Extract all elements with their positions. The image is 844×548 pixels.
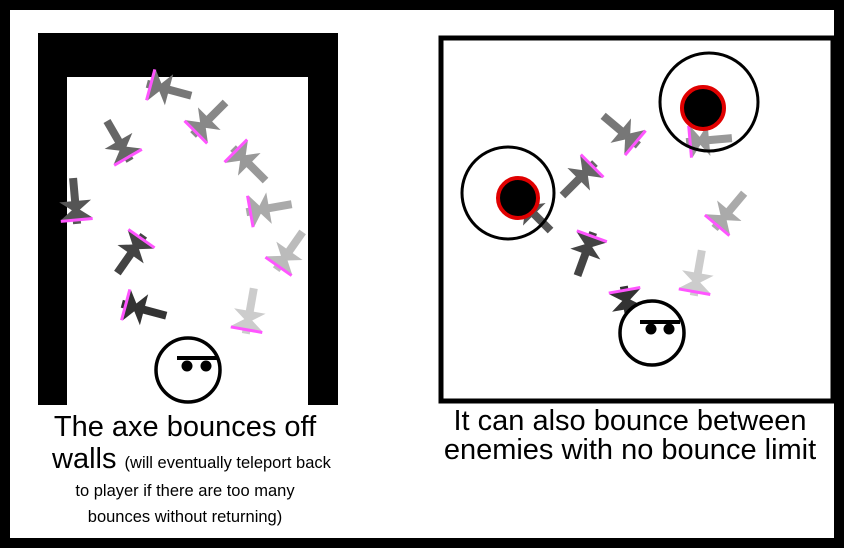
caption-right-line-2: enemies with no bounce limit bbox=[443, 434, 817, 466]
caption-line-3: to player if there are too many bbox=[75, 482, 295, 500]
player-face-icon bbox=[154, 336, 222, 404]
caption-walls: walls bbox=[52, 443, 117, 475]
enemy-icon bbox=[460, 145, 556, 241]
caption-right-line-1: It can also bounce between bbox=[453, 405, 807, 437]
right-panel bbox=[438, 35, 836, 404]
caption-line-2: walls (will eventually teleport back bbox=[52, 444, 331, 479]
caption-title: The axe bounces off bbox=[53, 411, 317, 443]
enemy-icon bbox=[658, 51, 760, 153]
left-panel bbox=[38, 33, 338, 407]
caption-line-4: bounces without returning) bbox=[87, 508, 283, 526]
player-face-icon bbox=[618, 299, 686, 367]
caption-note: (will eventually teleport back bbox=[124, 454, 331, 472]
